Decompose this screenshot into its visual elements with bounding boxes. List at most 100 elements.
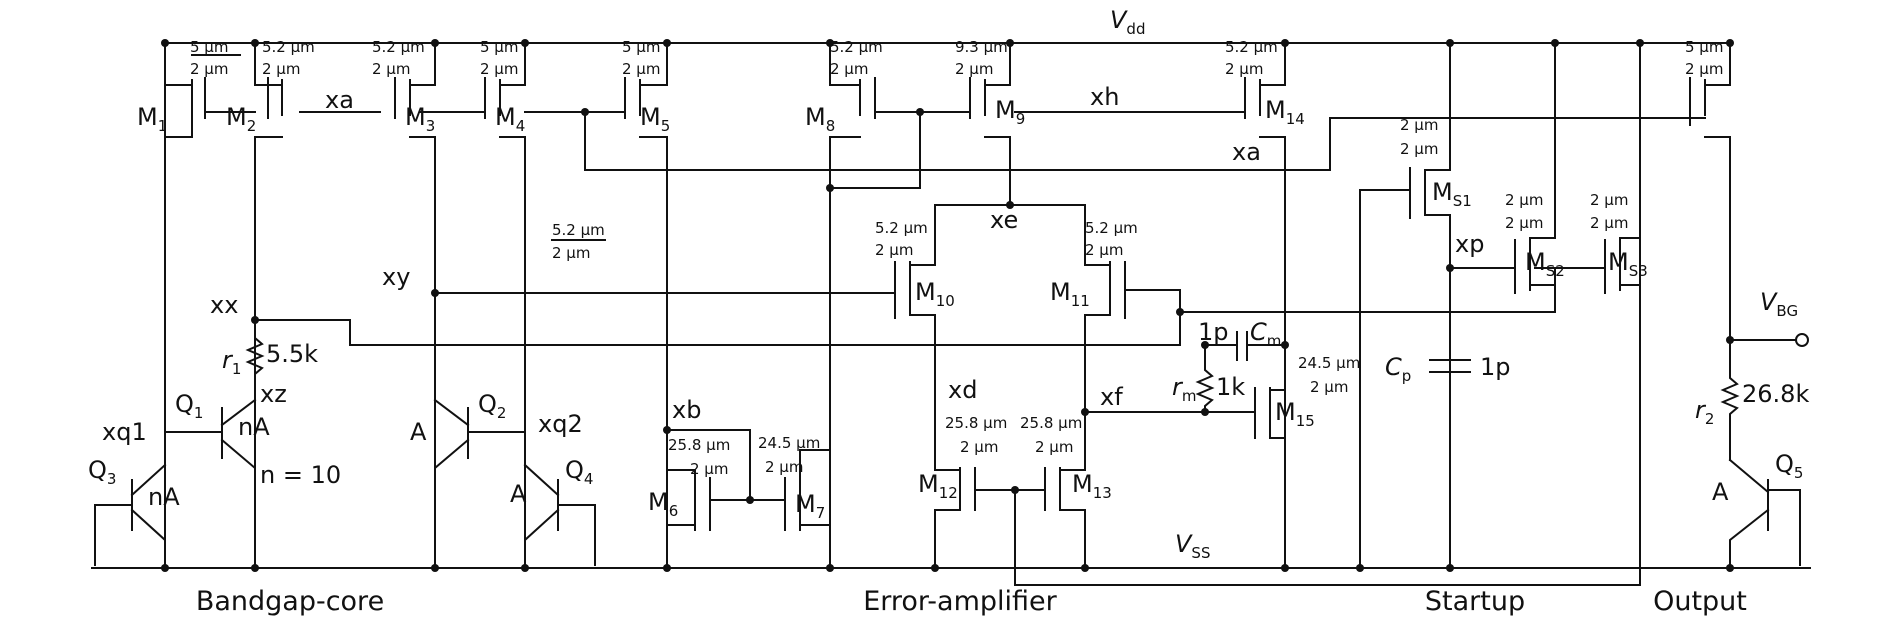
m2-label: M2	[226, 103, 256, 135]
transistor-m7: 24.5 µm 2 µm M7	[758, 434, 831, 566]
q3-area: nA	[148, 483, 180, 511]
m8-width: 5.2 µm	[830, 38, 883, 56]
q1-area: nA	[238, 413, 270, 441]
junction-dot	[1446, 564, 1454, 572]
r2-value: 26.8k	[1742, 380, 1809, 408]
transistor-m15: 24.5 µm 2 µm M15	[1254, 354, 1360, 439]
transistor-m12: 25.8 µm 2 µm M12	[918, 414, 1007, 566]
vbg-label: VBG	[1760, 288, 1798, 320]
m5-length: 2 µm	[622, 60, 660, 78]
r1-label: r1	[222, 346, 241, 378]
rm-value: 1k	[1216, 373, 1245, 401]
resistor-rm: rm 1k	[1172, 344, 1245, 413]
junction-dot	[431, 289, 439, 297]
node-xb: xb	[672, 396, 701, 424]
section-label-bandgap-core: Bandgap-core	[196, 586, 384, 617]
cm-label: Cm	[1250, 318, 1281, 350]
junction-dot	[251, 39, 259, 47]
transistor-m9: 9.3 µm 2 µm M9	[955, 38, 1025, 206]
junction-dot	[1176, 308, 1184, 316]
junction-dot	[1446, 39, 1454, 47]
m4-label: M4	[495, 103, 525, 135]
node-xq2: xq2	[538, 410, 583, 438]
m13-length: 2 µm	[1035, 438, 1073, 456]
junction-dot	[521, 564, 529, 572]
node-xa-left: xa	[325, 86, 354, 114]
m6-length: 2 µm	[690, 460, 728, 478]
junction-dot	[1281, 341, 1289, 349]
node-xy: xy	[382, 263, 410, 291]
m10-label: M10	[915, 278, 955, 310]
transistor-m3: 5.2 µm 2 µm M3	[372, 38, 436, 566]
transistor-m11: 5.2 µm 2 µm M11	[1050, 219, 1138, 426]
junction-dot	[1356, 564, 1364, 572]
junction-dot	[521, 39, 529, 47]
vss-label: VSS	[1175, 530, 1210, 562]
q3-label: Q3	[88, 456, 116, 488]
m8-label: M8	[805, 103, 835, 135]
junction-dot	[826, 564, 834, 572]
ms2-label: MS2	[1525, 248, 1565, 280]
q1-label: Q1	[175, 390, 203, 422]
junction-dot	[1636, 39, 1644, 47]
m2-width: 5.2 µm	[262, 38, 315, 56]
m9-width: 9.3 µm	[955, 38, 1008, 56]
junction-dot	[1446, 264, 1454, 272]
junction-dot	[1281, 39, 1289, 47]
m10-length: 2 µm	[875, 241, 913, 259]
ms3-length: 2 µm	[1590, 214, 1628, 232]
resistor-r2: r2 26.8k	[1695, 299, 1809, 461]
junction-dot	[1551, 39, 1559, 47]
junction-dot	[1726, 39, 1734, 47]
junction-dot	[251, 564, 259, 572]
transistor-ms1: 2 µm 2 µm MS1	[1400, 42, 1472, 569]
junction-dot	[746, 496, 754, 504]
junction-dot	[1081, 408, 1089, 416]
m12-length: 2 µm	[960, 438, 998, 456]
m15-length: 2 µm	[1310, 378, 1348, 396]
q4-area: A	[510, 480, 527, 508]
junction-dot	[1726, 336, 1734, 344]
ms3-width: 2 µm	[1590, 191, 1628, 209]
m7-length: 2 µm	[765, 458, 803, 476]
output-pmos-width: 5 µm	[1685, 38, 1723, 56]
q5-label: Q5	[1775, 450, 1803, 482]
capacitor-cm: 1p Cm	[1198, 318, 1286, 361]
junction-dot	[826, 184, 834, 192]
extra-width-label: 5.2 µm	[552, 221, 605, 239]
cp-value: 1p	[1480, 353, 1511, 381]
m3-label: M3	[405, 103, 435, 135]
transistor-m2: 5.2 µm 2 µm M2	[226, 38, 315, 566]
bjt-q2: Q2 A	[410, 390, 506, 566]
vbg-terminal	[1795, 333, 1809, 347]
junction-dot	[1201, 408, 1209, 416]
m7-label: M7	[795, 490, 825, 522]
junction-dot	[916, 108, 924, 116]
node-xa-right: xa	[1232, 138, 1261, 166]
transistor-m4: 5 µm 2 µm M4	[480, 38, 526, 566]
ms1-length: 2 µm	[1400, 140, 1438, 158]
junction-dot	[1011, 486, 1019, 494]
node-xf: xf	[1100, 383, 1123, 411]
m12-label: M12	[918, 470, 958, 502]
m14-length: 2 µm	[1225, 60, 1263, 78]
output-pmos-length: 2 µm	[1685, 60, 1723, 78]
ms2-length: 2 µm	[1505, 214, 1543, 232]
junction-dot	[931, 564, 939, 572]
rm-label: rm	[1172, 373, 1197, 405]
m14-width: 5.2 µm	[1225, 38, 1278, 56]
m3-width: 5.2 µm	[372, 38, 425, 56]
section-label-error-amplifier: Error-amplifier	[863, 586, 1057, 617]
m7-width: 24.5 µm	[758, 434, 820, 452]
r1-value: 5.5k	[266, 340, 318, 368]
node-xp: xp	[1455, 230, 1484, 258]
transistor-m1: 5 µm 2 µm M1	[137, 38, 256, 566]
m3-length: 2 µm	[372, 60, 410, 78]
m1-length: 2 µm	[190, 60, 228, 78]
m1-width: 5 µm	[190, 38, 228, 56]
m13-width: 25.8 µm	[1020, 414, 1082, 432]
m14-label: M14	[1265, 96, 1305, 128]
m9-label: M9	[995, 96, 1025, 128]
ratio-label: n = 10	[260, 461, 341, 489]
vdd-label: Vdd	[1110, 6, 1145, 38]
